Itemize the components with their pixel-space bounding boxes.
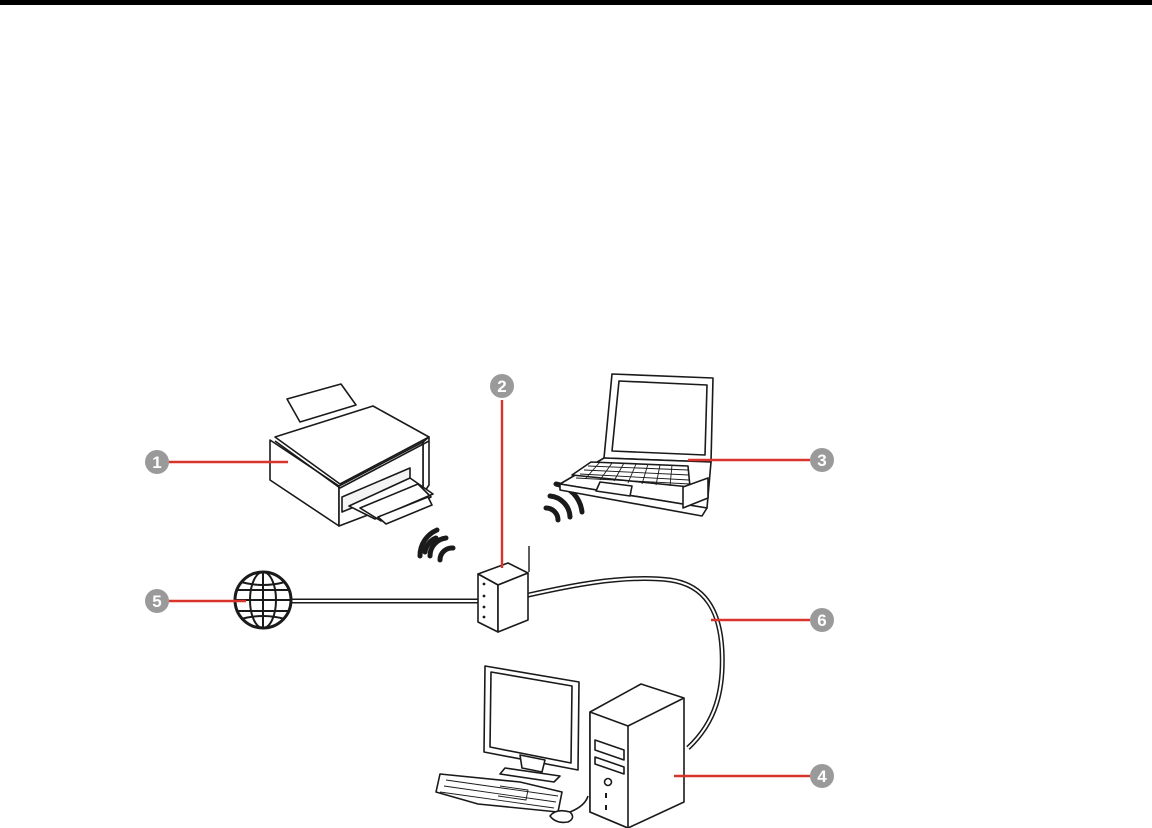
callout-2: 2: [490, 374, 514, 398]
callout-4-number: 4: [817, 767, 827, 786]
callout-2-number: 2: [497, 377, 506, 396]
callout-1: 1: [145, 450, 169, 474]
callout-5: 5: [145, 589, 169, 613]
callout-6: 6: [810, 608, 834, 632]
callout-5-number: 5: [152, 592, 161, 611]
router-icon: [478, 546, 529, 632]
callout-6-number: 6: [817, 611, 826, 630]
callout-3: 3: [810, 448, 834, 472]
laptop-icon: [560, 374, 713, 516]
callout-4: 4: [810, 764, 834, 788]
printer-icon: [270, 384, 433, 526]
desktop-computer-icon: [436, 666, 684, 828]
callout-3-number: 3: [817, 451, 826, 470]
wifi-signal-left-icon: [420, 530, 453, 560]
callout-1-number: 1: [152, 453, 161, 472]
